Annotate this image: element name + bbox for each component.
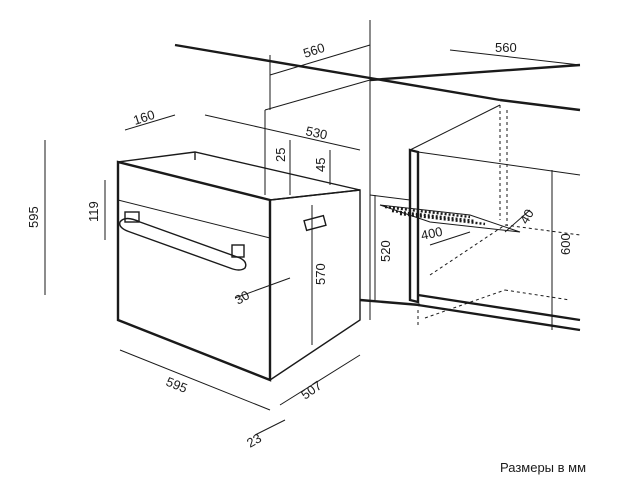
left-cabinet <box>264 79 421 320</box>
label-vent-slot-depth: 40 <box>517 206 537 226</box>
label-vent-offset: 45 <box>313 158 328 172</box>
label-oven-body-depth: 530 <box>304 123 328 142</box>
label-oven-height: 595 <box>26 206 41 228</box>
label-oven-width: 595 <box>164 374 190 396</box>
oven-handle <box>119 211 247 271</box>
label-oven-depth-bottom: 507 <box>298 378 324 403</box>
niche-cabinet <box>408 104 581 332</box>
oven-body <box>116 151 361 382</box>
vent-slot <box>379 204 521 233</box>
label-handle-offset: 30 <box>232 287 252 307</box>
label-niche-height: 600 <box>558 233 573 255</box>
label-niche-inner-height: 570 <box>313 263 328 285</box>
label-cabinet-depth-right: 560 <box>495 40 517 55</box>
label-niche-width-bottom: 520 <box>378 240 393 262</box>
countertop-lines <box>174 20 581 112</box>
units-caption: Размеры в мм <box>500 460 587 475</box>
label-vent-slot-width: 400 <box>420 224 444 243</box>
dimension-lines <box>44 44 581 436</box>
dimension-labels: 560 560 160 530 25 45 119 595 570 30 520… <box>26 40 573 451</box>
label-cabinet-depth-left: 560 <box>301 40 326 61</box>
label-top-offset: 25 <box>273 148 288 162</box>
label-panel-height: 119 <box>86 201 101 222</box>
label-oven-recess-depth: 160 <box>131 107 156 128</box>
label-door-thickness: 23 <box>244 430 264 450</box>
